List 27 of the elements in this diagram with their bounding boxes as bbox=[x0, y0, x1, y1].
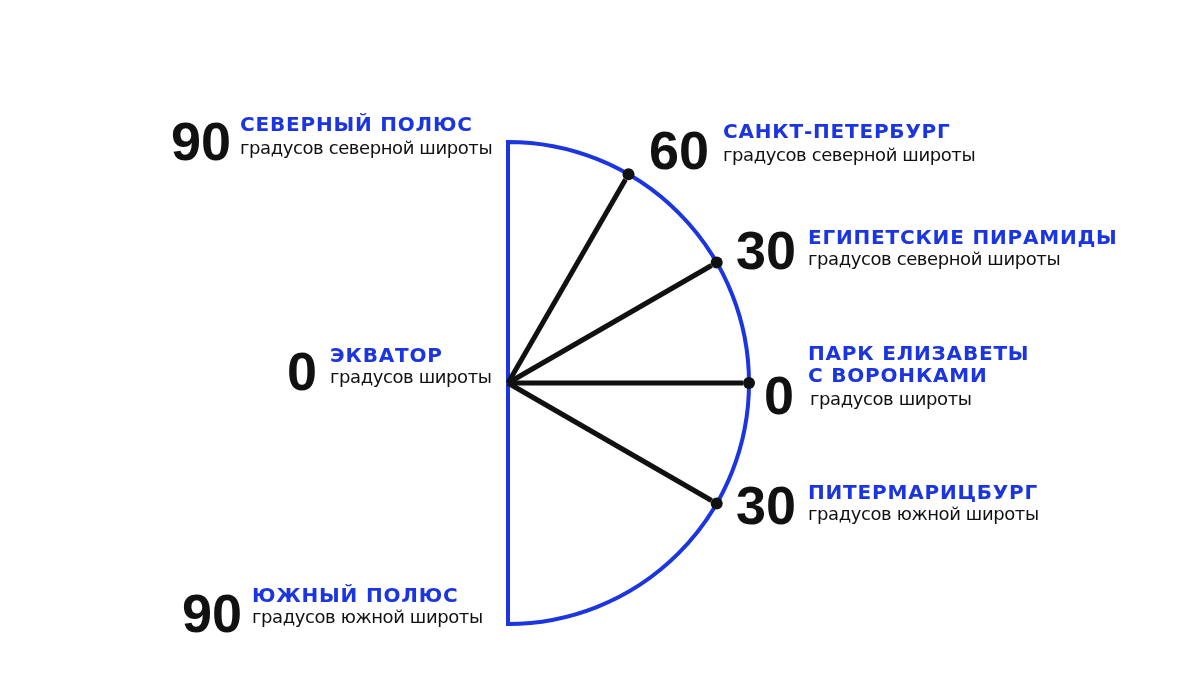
latitude-value: 30 bbox=[736, 485, 797, 525]
latitude-caption: градусов северной широты bbox=[240, 138, 493, 158]
place-name: СЕВЕРНЫЙ ПОЛЮС bbox=[240, 113, 473, 135]
latitude-caption: градусов южной широты bbox=[252, 607, 483, 627]
radius-line bbox=[506, 380, 713, 503]
latitude-value: 90 bbox=[182, 593, 243, 633]
latitude-caption: градусов широты bbox=[810, 389, 972, 409]
latitude-value: 90 bbox=[171, 121, 232, 161]
place-name: ЕГИПЕТСКИЕ ПИРАМИДЫ bbox=[808, 226, 1118, 248]
place-name: ЮЖНЫЙ ПОЛЮС bbox=[252, 584, 459, 606]
latitude-value: 60 bbox=[649, 130, 710, 170]
point-dot bbox=[710, 497, 723, 510]
point-dot bbox=[743, 377, 755, 389]
latitude-value: 30 bbox=[736, 230, 797, 270]
latitude-value: 0 bbox=[287, 351, 318, 391]
latitude-caption: градусов южной широты bbox=[808, 504, 1039, 524]
place-name: САНКТ-ПЕТЕРБУРГ bbox=[723, 120, 951, 142]
point-dot bbox=[710, 256, 723, 269]
point-dot bbox=[622, 168, 635, 181]
latitude-caption: градусов северной широты bbox=[723, 145, 976, 165]
radius-line bbox=[505, 178, 628, 385]
latitude-caption: градусов северной широты bbox=[808, 249, 1061, 269]
place-name: ПАРК ЕЛИЗАВЕТЫ С ВОРОНКАМИ bbox=[808, 342, 1031, 386]
latitude-caption: градусов широты bbox=[330, 367, 492, 387]
place-name: ПИТЕРМАРИЦБУРГ bbox=[808, 481, 1039, 503]
latitude-value: 0 bbox=[764, 375, 795, 415]
place-name: ЭКВАТОР bbox=[330, 344, 443, 366]
